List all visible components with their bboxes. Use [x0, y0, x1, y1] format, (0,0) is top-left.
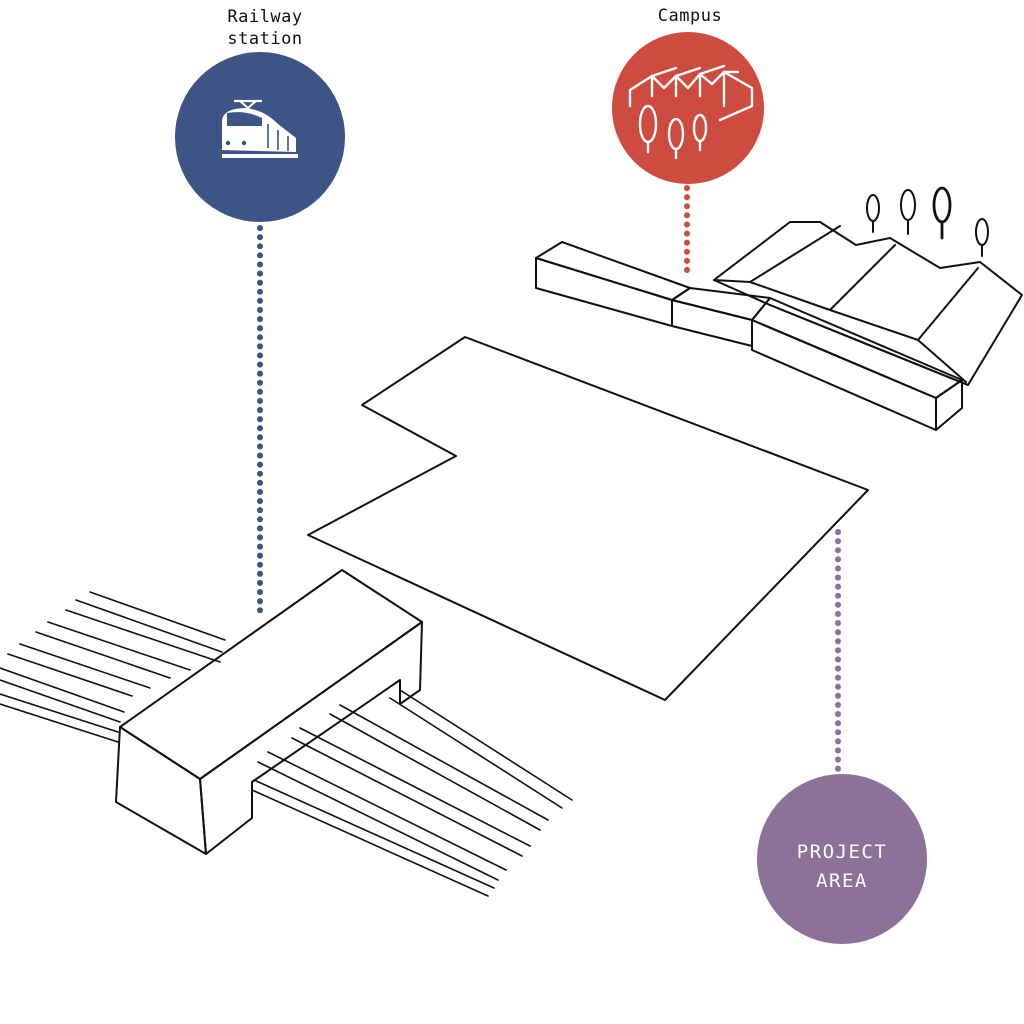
campus-circle: [612, 32, 764, 184]
campus-trees: [866, 186, 989, 257]
railway-station-label: Railway station: [190, 6, 340, 50]
project-label-line2: AREA: [816, 870, 868, 892]
railway-label-line2: station: [227, 29, 303, 49]
campus-label: Campus: [620, 5, 760, 27]
railway-label-line1: Railway: [227, 7, 303, 27]
campus-buildings-icon: [628, 64, 754, 160]
railway-tracks: [0, 591, 573, 897]
project-label-line1: PROJECT: [796, 841, 888, 863]
train-icon: [222, 99, 298, 158]
station-bridge: [115, 569, 423, 855]
project-area-outline: [307, 336, 869, 701]
campus-buildings: [535, 186, 1023, 431]
campus-label-text: Campus: [657, 6, 723, 26]
project-area-label: PROJECT AREA: [758, 838, 926, 896]
project-area-circle: [757, 774, 927, 944]
